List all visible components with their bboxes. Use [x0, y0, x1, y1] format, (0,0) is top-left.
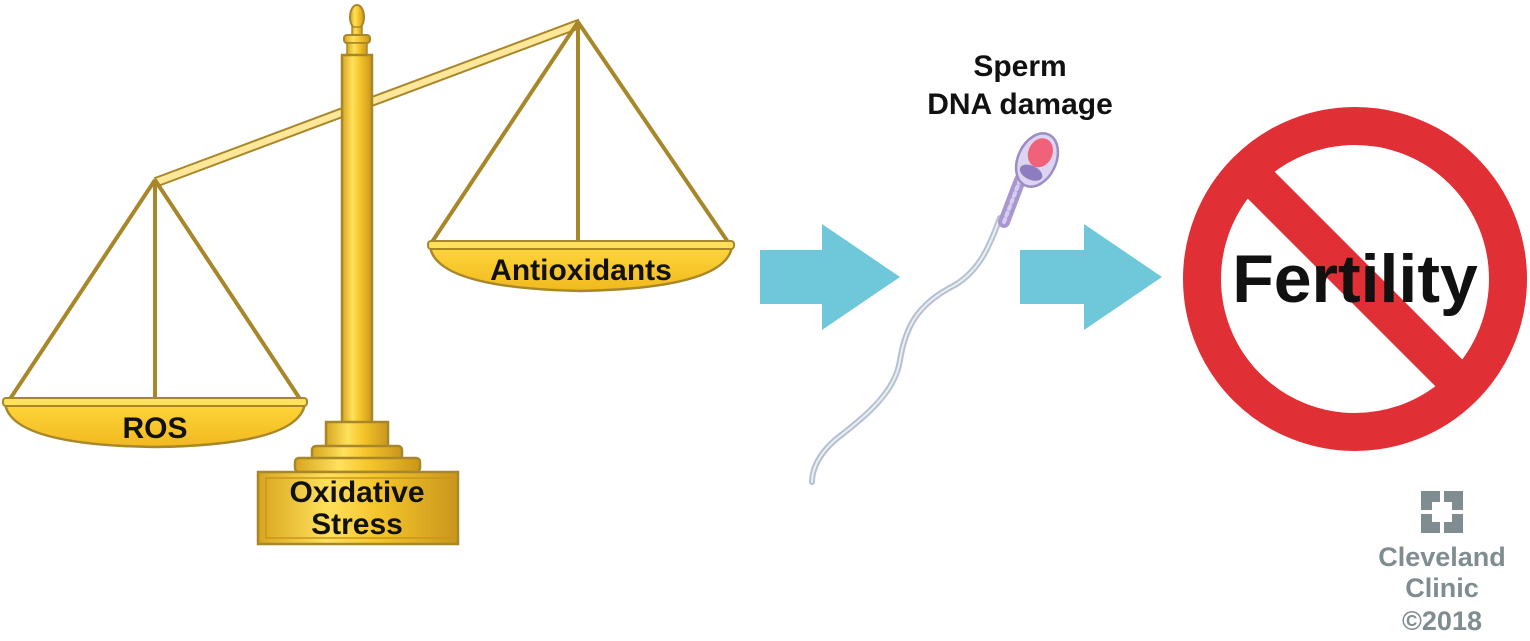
fertility-label: Fertility	[1232, 241, 1478, 317]
balance-scale: ROS Antioxidants Oxidative Stress	[2, 4, 735, 546]
prohibition-ring	[1183, 107, 1527, 451]
logo-copyright: ©2018	[1402, 606, 1482, 636]
logo-name-line1: Cleveland	[1378, 542, 1506, 572]
flow-arrow-1	[760, 224, 900, 330]
flow-arrow-2	[1020, 224, 1162, 330]
right-pan-strings	[428, 20, 732, 247]
scale-base	[256, 420, 460, 546]
cleveland-clinic-logo-icon	[1421, 491, 1463, 533]
scale-pillar	[340, 4, 374, 427]
sperm-illustration: Sperm DNA damage	[809, 50, 1113, 485]
right-pan: Antioxidants	[427, 240, 735, 293]
prohibition-sign: Fertility	[1183, 107, 1527, 451]
left-pan: ROS	[2, 397, 308, 449]
logo-name-line2: Clinic	[1405, 573, 1479, 603]
base-label-line1: Oxidative	[289, 476, 424, 509]
sperm-label-line1: Sperm	[973, 50, 1066, 83]
prohibition-slash	[1238, 162, 1472, 396]
base-label-line2: Stress	[311, 508, 403, 541]
sperm-label-line2: DNA damage	[927, 88, 1113, 121]
left-pan-label: ROS	[122, 412, 187, 445]
right-pan-label: Antioxidants	[490, 254, 672, 287]
left-pan-strings	[6, 178, 304, 404]
sperm-head	[1014, 132, 1060, 188]
cleveland-clinic-logo: Cleveland Clinic ©2018	[1378, 491, 1506, 636]
